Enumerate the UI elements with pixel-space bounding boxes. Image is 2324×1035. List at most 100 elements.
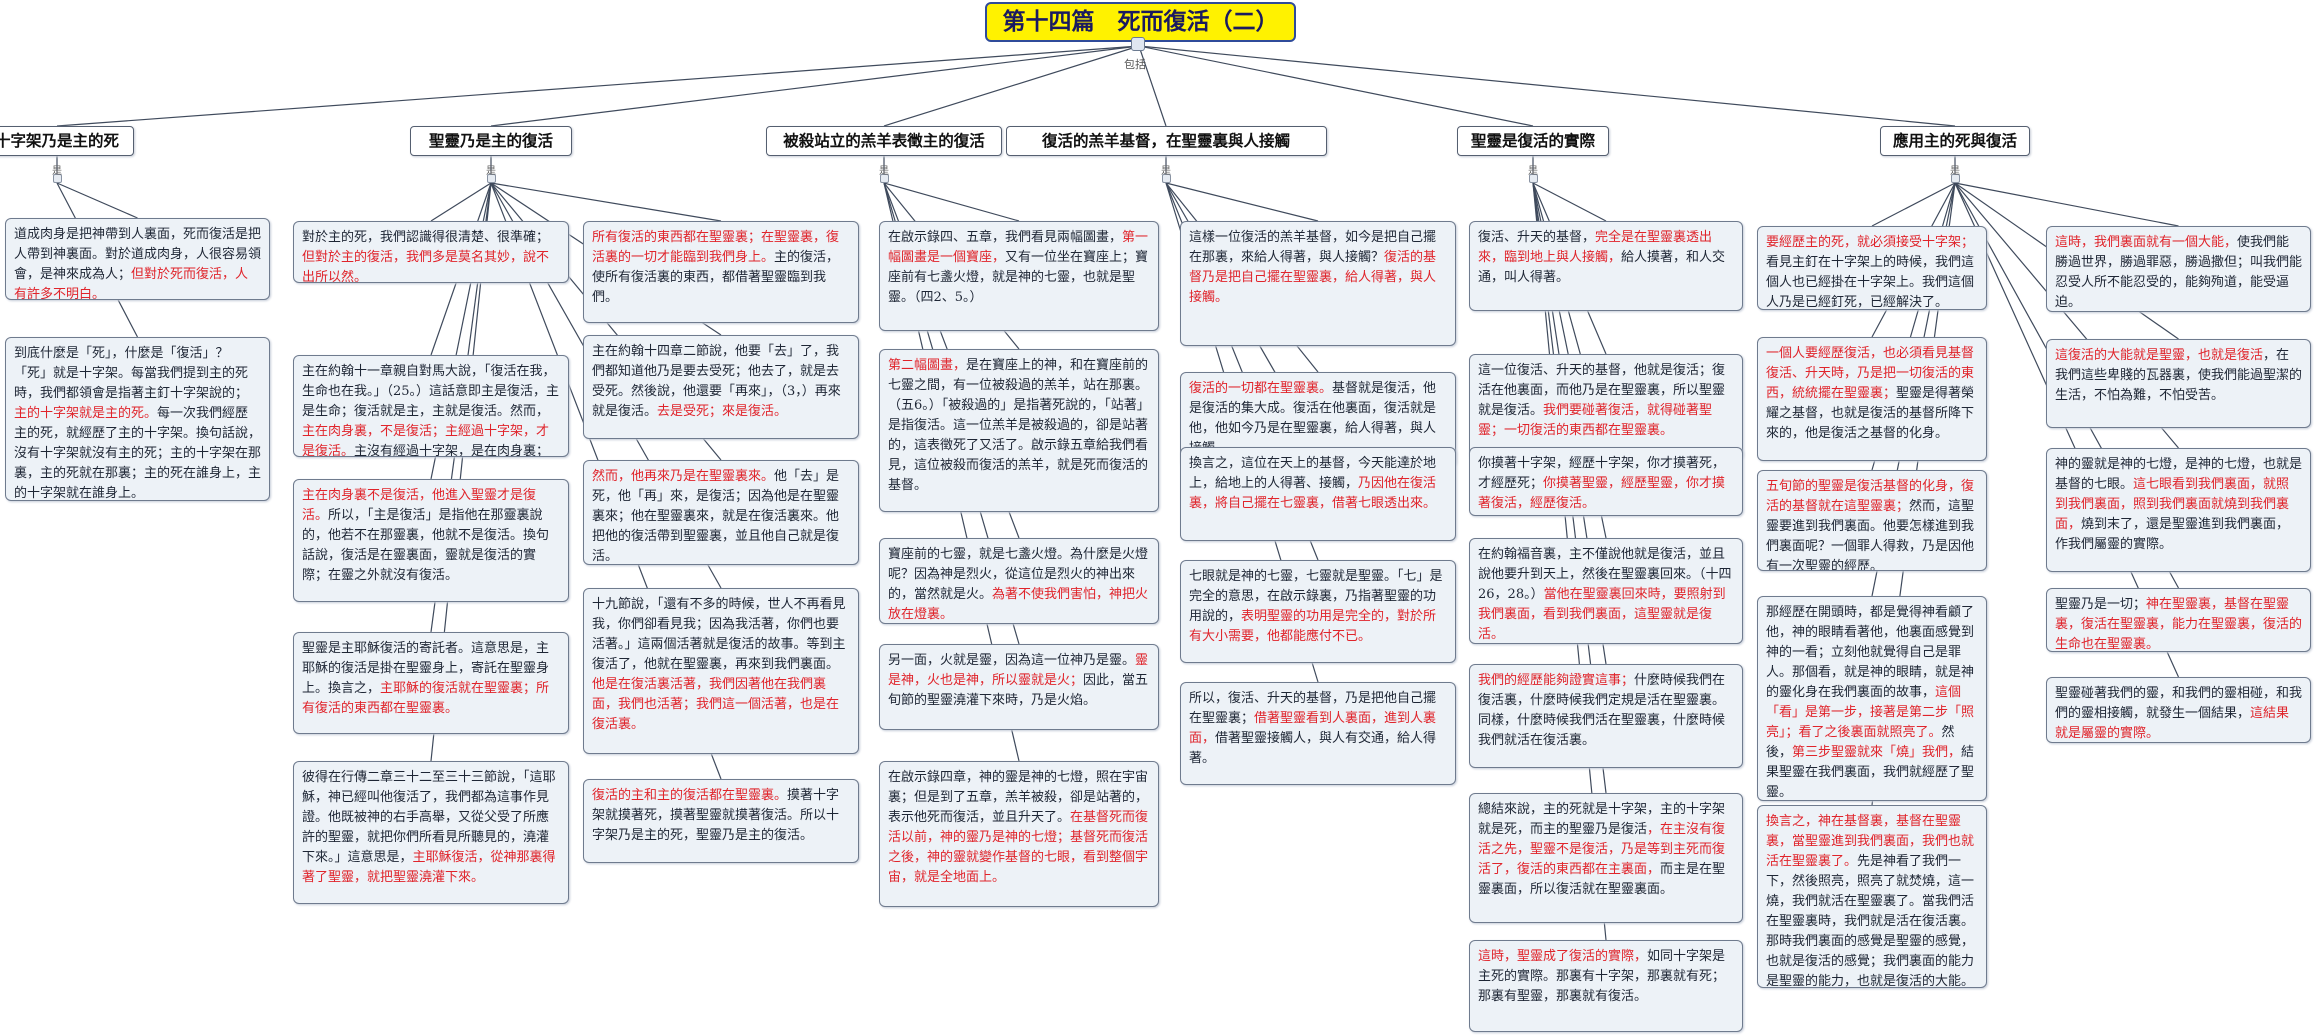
highlight-text: 復活的主和主的復活都在聖靈裏。	[592, 788, 788, 803]
highlight-text: 這復活的大能就是聖靈，也就是復活	[2055, 348, 2264, 363]
branch-relation-label: 是	[879, 166, 889, 177]
content-card-c6e[interactable]: 換言之，神在基督裏，基督在聖靈裏，當聖靈進到我們裏面，我們也就活在聖靈裏了。先是…	[1757, 805, 1987, 988]
content-card-c3c[interactable]: 寶座前的七靈，就是七盞火燈。為什麼是火燈呢？因為神是烈火，從這位是烈火的神出來的…	[879, 538, 1159, 624]
content-card-c5f[interactable]: 總結來說，主的死就是十字架，主的十字架就是死，而主的聖靈乃是復活，在主沒有復活之…	[1469, 793, 1743, 923]
branch-expand-icon[interactable]	[1162, 174, 1171, 183]
body-text: 聖靈是得著榮耀之基督，也就是復活的基督所降下來的，他是復活之基督的化身。	[1766, 386, 1975, 441]
root-expand-icon[interactable]	[1131, 37, 1145, 51]
content-card-c2d[interactable]: 聖靈是主耶穌復活的寄託者。這意思是，主耶穌的復活是掛在聖靈身上，寄託在聖靈身上。…	[293, 632, 569, 734]
content-card-c4e[interactable]: 所以，復活、升天的基督，乃是把他自己擺在聖靈裏；借著聖靈看到人裏面，進到人裏面，…	[1180, 682, 1456, 785]
branch-relation-label: 是	[1161, 166, 1171, 177]
root-to-branch-line	[883, 45, 1140, 127]
body-text: 每一次我們經歷主的死，就經歷了主的十字架。換句話說，沒有十字架就沒有主的死；主的…	[14, 406, 262, 501]
highlight-text: 五旬節的聖靈是復活基督的化身，復活的基督就在這聖靈裏；	[1766, 479, 1975, 514]
content-card-c2c[interactable]: 主在肉身裏不是復活，他進入聖靈才是復活。所以，「主是復活」是指他在那靈裏說的，他…	[293, 479, 569, 602]
content-card-c5e[interactable]: 我們的經歷能夠證實這事；什麼時候我們在復活裏，什麼時候我們定規是活在聖靈裏。同樣…	[1469, 664, 1743, 768]
highlight-text: 主耶穌復活，從神那裏得著了聖靈，就把聖靈澆灌下來。	[302, 850, 556, 885]
highlight-text: 這時，我們裏面就有一個大能，	[2055, 235, 2238, 250]
content-card-c2i[interactable]: 十九節說，「還有不多的時候，世人不再看見我，你們卻看見我；因為我活著，你們也要活…	[583, 588, 859, 754]
branch-topic-6[interactable]: 應用主的死與復活	[1880, 126, 2030, 156]
highlight-text: 但對於主的復活，我們多是莫名其妙，說不出所以然。	[302, 250, 550, 283]
content-card-c5c[interactable]: 你摸著十字架，經歷十字架，你才摸著死，才經歷死；你摸著聖靈，經歷聖靈，你才摸著復…	[1469, 447, 1743, 516]
content-card-c4d[interactable]: 七眼就是神的七靈，七靈就是聖靈。「七」是完全的意思，在啟示錄裏，乃指著聖靈的功用…	[1180, 560, 1456, 663]
content-card-c3d[interactable]: 另一面，火就是靈，因為這一位神乃是靈。靈是神，火也是神，所以靈就是火；因此，當五…	[879, 644, 1159, 730]
branch-to-card-line	[1165, 182, 1319, 222]
content-card-c2e[interactable]: 彼得在行傳二章三十二至三十三節說，「這耶穌，神已經叫他復活了，我們都為這事作見證…	[293, 761, 569, 904]
content-card-c2j[interactable]: 復活的主和主的復活都在聖靈裏。摸著十字架就摸著死，摸著聖靈就摸著復活。所以十字架…	[583, 779, 859, 863]
branch-expand-icon[interactable]	[487, 174, 496, 183]
content-card-c2f[interactable]: 所有復活的東西都在聖靈裏；在聖靈裏，復活裏的一切才能臨到我們身上。主的復活，使所…	[583, 221, 859, 323]
content-card-c2g[interactable]: 主在約翰十四章二節說，他要「去」了，我們都知道他乃是要去受死；他去了，就是去受死…	[583, 335, 859, 439]
root-to-branch-line	[490, 45, 1140, 127]
highlight-text: 要經歷主的死，就必須接受十字架；	[1766, 235, 1975, 250]
content-card-c6i[interactable]: 聖靈乃是一切；神在聖靈裏，基督在聖靈裏，復活在聖靈裏，能力在聖靈裏，復活的生命也…	[2046, 588, 2311, 652]
highlight-text: 乃因他在復活裏，將自己擺在七靈裏，借著七眼透出來。	[1189, 476, 1437, 511]
content-card-c5a[interactable]: 復活、升天的基督，完全是在聖靈裏透出來，臨到地上與人接觸，給人摸著，和人交通，叫…	[1469, 221, 1743, 311]
branch-topic-5[interactable]: 聖靈是復活的實際	[1457, 126, 1609, 156]
content-card-c3e[interactable]: 在啟示錄四章，神的靈是神的七燈，照在宇宙裏；但是到了五章，羔羊被殺，卻是站著的，…	[879, 761, 1159, 907]
content-card-c5b[interactable]: 這一位復活、升天的基督，他就是復活；復活在他裏面，而他乃是在聖靈裏，所以聖靈就是…	[1469, 354, 1743, 460]
content-card-c6g[interactable]: 這復活的大能就是聖靈，也就是復活，在我們這些卑賤的瓦器裏，使我們能過聖潔的生活，…	[2046, 339, 2311, 428]
branch-topic-3[interactable]: 被殺站立的羔羊表徵主的復活	[766, 126, 1002, 156]
body-text: 主在約翰十四章二節說，他要「去」了，我們都知道他乃是要去受死；他去了，就是去受死…	[592, 344, 841, 419]
branch-expand-icon[interactable]	[53, 174, 62, 183]
content-card-c6j[interactable]: 聖靈碰著我們的靈，和我們的靈相碰，和我們的靈相接觸，就發生一個結果，這結果就是屬…	[2046, 677, 2311, 743]
content-card-c5d[interactable]: 在約翰福音裏，主不僅說他就是復活，並且說他要升到天上，然後在聖靈裏回來。（十四2…	[1469, 538, 1743, 644]
content-card-c5g[interactable]: 這時，聖靈成了復活的實際，如同十字架是主死的實際。那裏有十字架，那裏就有死；那裏…	[1469, 940, 1743, 1032]
content-card-c2a[interactable]: 對於主的死，我們認識得很清楚、很準確；但對於主的復活，我們多是莫名其妙，說不出所…	[293, 221, 569, 283]
branch-expand-icon[interactable]	[880, 174, 889, 183]
branch-topic-4[interactable]: 復活的羔羊基督，在聖靈裏與人接觸	[1005, 126, 1327, 156]
highlight-text: 當他在聖靈裏回來時，要照射到我們裏面，看到我們裏面，這聖靈就是復活。	[1478, 587, 1726, 642]
branch-to-card-line	[490, 182, 722, 222]
body-text: 這樣一位復活的羔羊基督，如今是把自己擺在那裏，來給人得著，與人接觸？	[1189, 230, 1437, 265]
branch-expand-icon[interactable]	[1529, 174, 1538, 183]
content-card-c6f[interactable]: 這時，我們裏面就有一個大能，使我們能勝過世界，勝過罪惡，勝過撒但；叫我們能忍受人…	[2046, 226, 2311, 312]
branch-relation-label: 是	[1950, 166, 1960, 177]
highlight-text: 這結果就是屬靈的實際。	[2055, 706, 2290, 741]
branch-relation-label: 是	[486, 166, 496, 177]
body-text: 彼得在行傳二章三十二至三十三節說，「這耶穌，神已經叫他復活了，我們都為這事作見證…	[302, 770, 556, 865]
body-text: 然而，這聖靈要進到我們裏面。他要怎樣進到我們裏面呢？一個罪人得救，乃是因他有一次…	[1766, 499, 1975, 571]
body-text: 什麼時候我們在復活裏，什麼時候我們定規是活在聖靈裏。同樣，什麼時候我們活在聖靈裏…	[1478, 673, 1726, 748]
content-card-c1b[interactable]: 到底什麼是「死」，什麼是「復活」？「死」就是十字架。每當我們提到主的死時，我們都…	[5, 337, 270, 501]
branch-to-card-line	[430, 182, 492, 222]
highlight-text: 復活的一切都在聖靈裏。	[1189, 381, 1333, 396]
highlight-text: 一個人要經歷復活，也必須看見基督復活、升天時，乃是把一切復活的東西，統統擺在聖靈…	[1766, 346, 1975, 401]
content-card-c4c[interactable]: 換言之，這位在天上的基督，今天能達於地上，給地上的人得著、接觸，乃因他在復活裏，…	[1180, 447, 1456, 541]
highlight-text: 表明聖靈的功用是完全的，對於所有大小需要，他都能應付不已。	[1189, 609, 1437, 644]
content-card-c6h[interactable]: 神的靈就是神的七燈，是神的七燈，也就是基督的七眼。這七眼看到我們裏面，就照到我們…	[2046, 448, 2311, 572]
body-text: 如同十字架是主死的實際。那裏有十字架，那裏就有死；那裏有聖靈，那裏就有復活。	[1478, 949, 1726, 1004]
body-text: 因此，當五旬節的聖靈澆灌下來時，乃是火焰。	[888, 673, 1149, 708]
highlight-text: 但對於死而復活，人有許多不明白。	[14, 267, 249, 300]
content-card-c2b[interactable]: 主在約翰十一章親自對馬大說，「復活在我，生命也在我。」（25。）這話意即主是復活…	[293, 355, 569, 457]
highlight-text: 靈是神，火也是神，所以靈就是火；	[888, 653, 1149, 688]
branch-topic-2[interactable]: 聖靈乃是主的復活	[410, 126, 572, 156]
mindmap-root-title[interactable]: 第十四篇 死而復活（二）	[985, 2, 1296, 42]
content-card-c3a[interactable]: 在啟示錄四、五章，我們看見兩幅圖畫，第一幅圖畫是一個寶座，又有一位坐在寶座上；寶…	[879, 221, 1159, 331]
branch-to-card-line	[1532, 182, 1607, 222]
highlight-text: 我們的經歷能夠證實這事；	[1478, 673, 1635, 688]
content-card-c6c[interactable]: 五旬節的聖靈是復活基督的化身，復活的基督就在這聖靈裏；然而，這聖靈要進到我們裏面…	[1757, 470, 1987, 571]
body-text: 給人摸著，和人交通，叫人得著。	[1478, 250, 1726, 285]
content-card-c2h[interactable]: 然而，他再來乃是在聖靈裏來。他「去」是死，他「再」來，是復活；因為他是在聖靈裏來…	[583, 460, 859, 565]
highlight-text: 第一幅圖畫是一個寶座，	[888, 230, 1149, 265]
content-card-c4a[interactable]: 這樣一位復活的羔羊基督，如今是把自己擺在那裏，來給人得著，與人接觸？復活的基督乃…	[1180, 221, 1456, 346]
branch-topic-1[interactable]: 十字架乃是主的死	[0, 126, 134, 156]
root-to-branch-line	[56, 45, 1140, 127]
root-to-branch-line	[1138, 45, 1167, 127]
body-text: 主在約翰十一章親自對馬大說，「復活在我，生命也在我。」（25。）這話意即主是復活…	[302, 364, 560, 419]
branch-expand-icon[interactable]	[1951, 174, 1960, 183]
body-text: 而主是在聖靈裏面，所以復活就在聖靈裏面。	[1478, 862, 1726, 897]
body-text: 所以，復活、升天的基督，乃是把他自己擺在聖靈裏；	[1189, 691, 1437, 726]
content-card-c6b[interactable]: 一個人要經歷復活，也必須看見基督復活、升天時，乃是把一切復活的東西，統統擺在聖靈…	[1757, 337, 1987, 461]
body-text: 這一位復活、升天的基督，他就是復活；復活在他裏面，而他乃是在聖靈裏，所以聖靈就是…	[1478, 363, 1726, 418]
branch-to-card-line	[883, 182, 1020, 222]
content-card-c3b[interactable]: 第二幅圖畫，是在寶座上的神，和在寶座前的七靈之間，有一位被殺過的羔羊，站在那裏。…	[879, 349, 1159, 512]
body-text: 借著聖靈接觸人，與人有交通，給人得著。	[1189, 731, 1437, 766]
body-text: 到底什麼是「死」，什麼是「復活」？「死」就是十字架。每當我們提到主的死時，我們都…	[14, 346, 249, 401]
body-text: 道成肉身是把神帶到人裏面，死而復活是把人帶到神裏面。對於道成肉身，人很容易領會，…	[14, 227, 262, 282]
highlight-text: 為著不使我們害怕，神把火放在燈裏。	[888, 587, 1149, 622]
content-card-c1a[interactable]: 道成肉身是把神帶到人裏面，死而復活是把人帶到神裏面。對於道成肉身，人很容易領會，…	[5, 218, 270, 300]
content-card-c6d[interactable]: 那經歷在開頭時，都是覺得神看顧了他，神的眼睛看著他，他裏面感覺到神的一看；立刻他…	[1757, 596, 1987, 801]
content-card-c6a[interactable]: 要經歷主的死，就必須接受十字架；看見主釘在十字架上的時候，我們這個人也已經掛在十…	[1757, 226, 1987, 310]
